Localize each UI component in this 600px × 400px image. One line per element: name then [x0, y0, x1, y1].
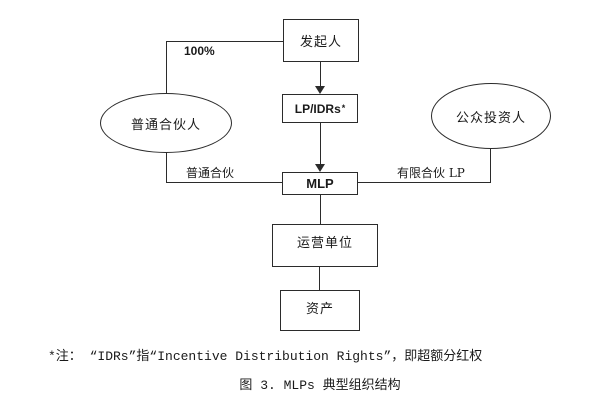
node-operating-unit-label: 运营单位	[296, 236, 353, 251]
edge-gp-to-mlp-vertical	[165, 152, 167, 183]
edge-lpidrs-to-mlp-line	[319, 123, 321, 165]
edge-label-limited-partnership: 有限合伙 LP	[397, 166, 465, 180]
edge-operating-to-assets-line	[318, 267, 320, 290]
edge-sponsor-to-lpidrs-line	[319, 62, 321, 87]
edge-label-100-percent: 100%	[184, 44, 215, 58]
edge-investors-to-mlp-vertical	[490, 148, 492, 183]
node-public-investors: 公众投资人	[431, 83, 551, 149]
node-mlp: MLP	[282, 172, 358, 195]
node-assets-label: 资产	[305, 302, 334, 317]
node-general-partner: 普通合伙人	[100, 93, 232, 153]
node-sponsor-label: 发起人	[299, 35, 342, 50]
edge-label-general-partnership: 普通合伙	[186, 166, 235, 180]
node-assets: 资产	[280, 290, 360, 331]
node-operating-unit: 运营单位	[272, 224, 378, 267]
footnote-marker: *	[341, 102, 346, 113]
node-general-partner-label: 普通合伙人	[130, 117, 201, 133]
node-sponsor: 发起人	[283, 19, 359, 62]
arrowhead-lpidrs-to-mlp-icon	[315, 164, 325, 172]
node-lp-idrs-label: LP/IDRs	[294, 101, 341, 116]
node-lp-idrs: LP/IDRs*	[282, 94, 358, 123]
edge-investors-to-mlp-horizontal	[358, 182, 491, 184]
footnote-text: *注： “IDRs”指“Incentive Distribution Right…	[48, 349, 483, 364]
edge-sponsor-to-gp-horizontal	[167, 41, 283, 43]
edge-sponsor-to-gp-vertical	[166, 41, 168, 94]
node-public-investors-label: 公众投资人	[455, 110, 526, 126]
node-mlp-label: MLP	[306, 176, 334, 191]
edge-gp-to-mlp-horizontal	[166, 182, 282, 184]
arrowhead-sponsor-to-lpidrs-icon	[315, 86, 325, 94]
edge-mlp-to-operating-line	[319, 195, 321, 224]
figure-caption: 图 3. MLPs 典型组织结构	[239, 378, 401, 393]
